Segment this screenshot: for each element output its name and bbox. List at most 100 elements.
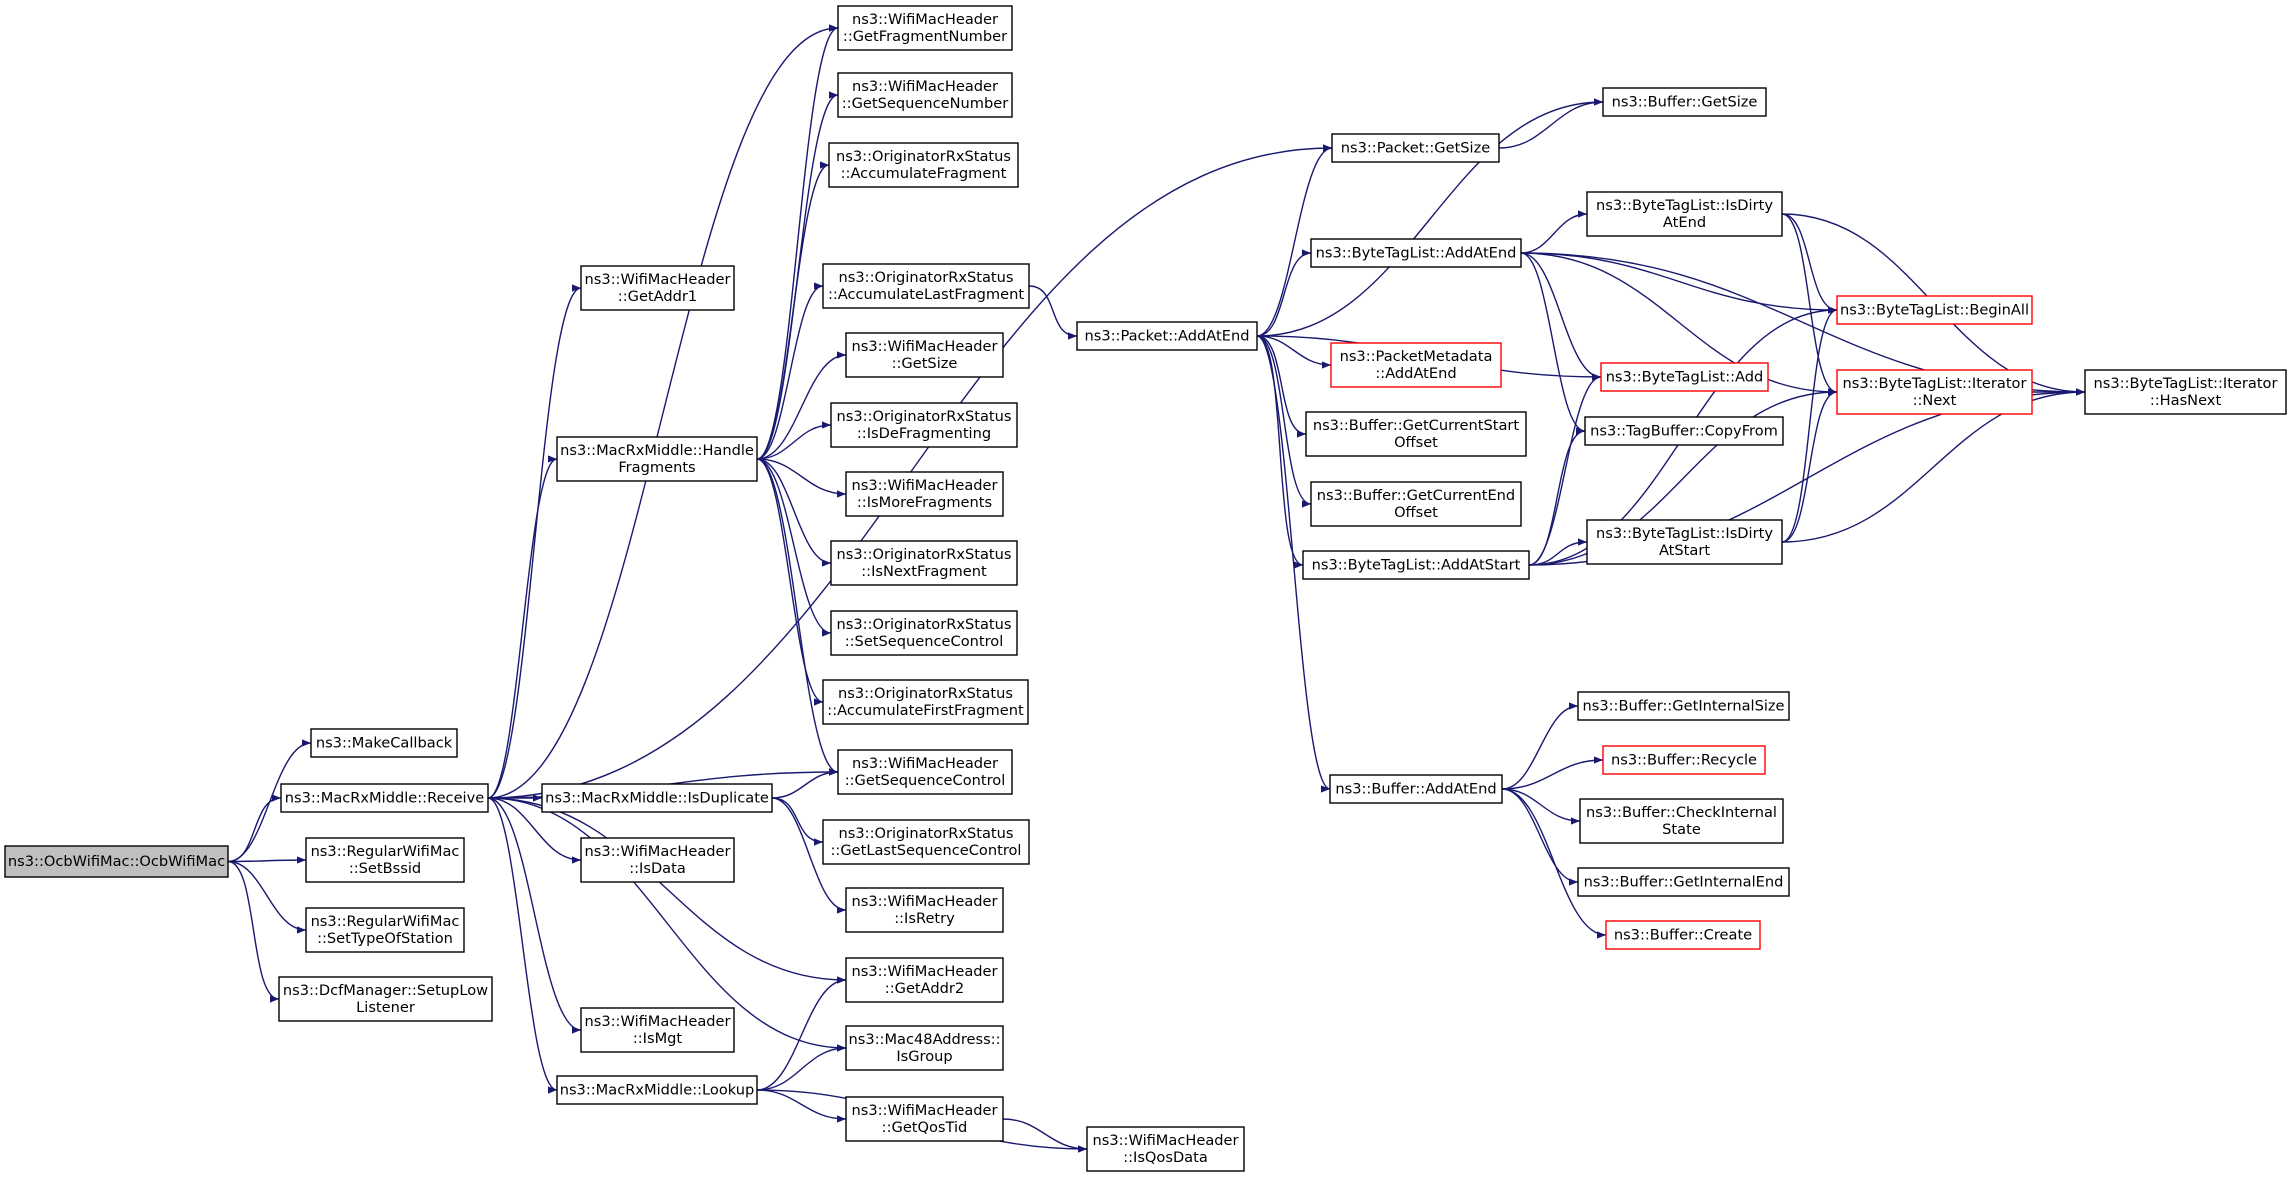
node-isgroup[interactable]: ns3::Mac48Address::IsGroup bbox=[845, 1025, 1004, 1071]
node-label: ::GetLastSequenceControl bbox=[831, 842, 1022, 859]
node-ocb[interactable]: ns3::OcbWifiMac::OcbWifiMac bbox=[4, 845, 229, 878]
edge-handlefrag-to-accfirstfrag bbox=[756, 458, 824, 706]
node-pmaddatend[interactable]: ns3::PacketMetadata::AddAtEnd bbox=[1330, 342, 1502, 388]
node-label: ::AccumulateLastFragment bbox=[828, 286, 1024, 303]
node-box bbox=[1836, 369, 2033, 415]
node-pktgetsize[interactable]: ns3::Packet::GetSize bbox=[1331, 133, 1500, 163]
edge-handlefrag-to-getfragnum bbox=[756, 24, 839, 460]
node-getfragnum[interactable]: ns3::WifiMacHeader::GetFragmentNumber bbox=[837, 5, 1013, 51]
node-getqostid[interactable]: ns3::WifiMacHeader::GetQosTid bbox=[845, 1096, 1004, 1142]
node-getaddr1[interactable]: ns3::WifiMacHeader::GetAddr1 bbox=[580, 265, 735, 311]
node-settype[interactable]: ns3::RegularWifiMac::SetTypeOfStation bbox=[305, 907, 465, 953]
node-box bbox=[1330, 342, 1502, 388]
edge-isduplicate-to-isretry bbox=[771, 797, 847, 914]
node-label: ::IsMoreFragments bbox=[857, 494, 992, 511]
node-isnextfrag[interactable]: ns3::OriginatorRxStatus::IsNextFragment bbox=[830, 540, 1018, 586]
node-bufintend[interactable]: ns3::Buffer::GetInternalEnd bbox=[1577, 867, 1790, 897]
node-label: ns3::OriginatorRxStatus bbox=[838, 685, 1013, 702]
node-label: ns3::MakeCallback bbox=[316, 735, 453, 752]
node-box bbox=[580, 1007, 735, 1053]
edge-handlefrag-to-whgetsize bbox=[756, 351, 847, 460]
node-isduplicate[interactable]: ns3::MacRxMiddle::IsDuplicate bbox=[541, 783, 773, 813]
node-bufcreate[interactable]: ns3::Buffer::Create bbox=[1605, 920, 1761, 950]
node-label: ns3::RegularWifiMac bbox=[311, 913, 460, 930]
node-accfrag[interactable]: ns3::OriginatorRxStatus::AccumulateFragm… bbox=[828, 142, 1019, 188]
edge-handlefrag-to-isnextfrag bbox=[756, 458, 832, 567]
node-getseqnum[interactable]: ns3::WifiMacHeader::GetSequenceNumber bbox=[837, 72, 1013, 118]
node-label: Offset bbox=[1394, 434, 1438, 451]
node-isdefrag[interactable]: ns3::OriginatorRxStatus::IsDeFragmenting bbox=[830, 402, 1018, 448]
node-box bbox=[1605, 920, 1761, 950]
node-label: ::GetFragmentNumber bbox=[843, 28, 1007, 45]
edge-isdirtystart-to-hasnext bbox=[1781, 388, 2086, 543]
node-ismorefrag[interactable]: ns3::WifiMacHeader::IsMoreFragments bbox=[845, 471, 1004, 517]
edge-pktaddatend-to-bufcurstart bbox=[1256, 335, 1307, 438]
node-makecb[interactable]: ns3::MakeCallback bbox=[310, 728, 458, 758]
edge-receive-to-getfragnum bbox=[487, 24, 839, 799]
node-label: ns3::OcbWifiMac::OcbWifiMac bbox=[8, 853, 225, 870]
node-label: ns3::WifiMacHeader bbox=[851, 338, 997, 355]
node-label: ::IsDeFragmenting bbox=[857, 425, 991, 442]
node-box bbox=[580, 265, 735, 311]
node-label: ns3::ByteTagList::Add bbox=[1606, 369, 1764, 386]
node-label: Fragments bbox=[618, 459, 695, 476]
node-label: Listener bbox=[356, 999, 415, 1016]
node-box bbox=[845, 1025, 1004, 1071]
node-isretry[interactable]: ns3::WifiMacHeader::IsRetry bbox=[845, 887, 1004, 933]
node-hasnext[interactable]: ns3::ByteTagList::Iterator::HasNext bbox=[2084, 369, 2287, 415]
node-box bbox=[845, 957, 1004, 1003]
node-receive[interactable]: ns3::MacRxMiddle::Receive bbox=[280, 783, 489, 813]
call-edges bbox=[227, 24, 2086, 1153]
node-btladdatstart[interactable]: ns3::ByteTagList::AddAtStart bbox=[1302, 550, 1530, 580]
node-label: ::Next bbox=[1913, 392, 1957, 409]
node-bufintsize[interactable]: ns3::Buffer::GetInternalSize bbox=[1577, 691, 1790, 721]
edge-lookup-to-getqostid bbox=[756, 1089, 847, 1123]
node-btladd[interactable]: ns3::ByteTagList::Add bbox=[1600, 362, 1769, 392]
node-tbcopyfrom[interactable]: ns3::TagBuffer::CopyFrom bbox=[1584, 416, 1784, 446]
node-box bbox=[830, 540, 1018, 586]
node-bufgetsize[interactable]: ns3::Buffer::GetSize bbox=[1602, 87, 1767, 117]
node-label: ::SetBssid bbox=[349, 860, 421, 877]
node-box bbox=[830, 402, 1018, 448]
node-label: IsGroup bbox=[896, 1048, 952, 1065]
node-btladdatend[interactable]: ns3::ByteTagList::AddAtEnd bbox=[1310, 238, 1522, 268]
node-label: ns3::WifiMacHeader bbox=[852, 11, 998, 28]
node-label: ns3::Packet::GetSize bbox=[1341, 140, 1491, 157]
node-pktaddatend[interactable]: ns3::Packet::AddAtEnd bbox=[1076, 321, 1258, 351]
node-getseqctrl[interactable]: ns3::WifiMacHeader::GetSequenceControl bbox=[837, 749, 1013, 795]
node-box bbox=[280, 783, 489, 813]
edge-btladdatstart-to-tbcopyfrom bbox=[1528, 427, 1586, 566]
node-beginall[interactable]: ns3::ByteTagList::BeginAll bbox=[1836, 295, 2033, 325]
node-label: ns3::Buffer::Recycle bbox=[1611, 752, 1757, 769]
node-getlastseq[interactable]: ns3::OriginatorRxStatus::GetLastSequence… bbox=[822, 819, 1030, 865]
edge-ocb-to-setuplow bbox=[227, 860, 280, 1003]
node-label: AtEnd bbox=[1663, 214, 1706, 231]
node-box bbox=[845, 887, 1004, 933]
node-setbssid[interactable]: ns3::RegularWifiMac::SetBssid bbox=[305, 837, 465, 883]
edge-handlefrag-to-accfrag bbox=[756, 161, 830, 460]
node-itnext[interactable]: ns3::ByteTagList::Iterator::Next bbox=[1836, 369, 2033, 415]
node-acclastfrag[interactable]: ns3::OriginatorRxStatus::AccumulateLastF… bbox=[822, 263, 1030, 309]
node-setseqctrl[interactable]: ns3::OriginatorRxStatus::SetSequenceCont… bbox=[830, 610, 1018, 656]
node-label: ns3::Buffer::GetCurrentStart bbox=[1313, 417, 1520, 434]
node-lookup[interactable]: ns3::MacRxMiddle::Lookup bbox=[556, 1075, 758, 1105]
edge-getqostid-to-isqosdata bbox=[1002, 1118, 1088, 1153]
node-whgetsize[interactable]: ns3::WifiMacHeader::GetSize bbox=[845, 332, 1004, 378]
node-ismgt[interactable]: ns3::WifiMacHeader::IsMgt bbox=[580, 1007, 735, 1053]
node-bufrecycle[interactable]: ns3::Buffer::Recycle bbox=[1602, 745, 1766, 775]
node-accfirstfrag[interactable]: ns3::OriginatorRxStatus::AccumulateFirst… bbox=[822, 679, 1029, 725]
node-label: ::GetSequenceNumber bbox=[842, 95, 1008, 112]
node-isdata[interactable]: ns3::WifiMacHeader::IsData bbox=[580, 837, 735, 883]
node-label: ns3::OriginatorRxStatus bbox=[839, 825, 1014, 842]
node-bufaddatend[interactable]: ns3::Buffer::AddAtEnd bbox=[1329, 774, 1503, 804]
node-isqosdata[interactable]: ns3::WifiMacHeader::IsQosData bbox=[1086, 1126, 1245, 1172]
node-getaddr2[interactable]: ns3::WifiMacHeader::GetAddr2 bbox=[845, 957, 1004, 1003]
node-label: ns3::WifiMacHeader bbox=[584, 271, 730, 288]
